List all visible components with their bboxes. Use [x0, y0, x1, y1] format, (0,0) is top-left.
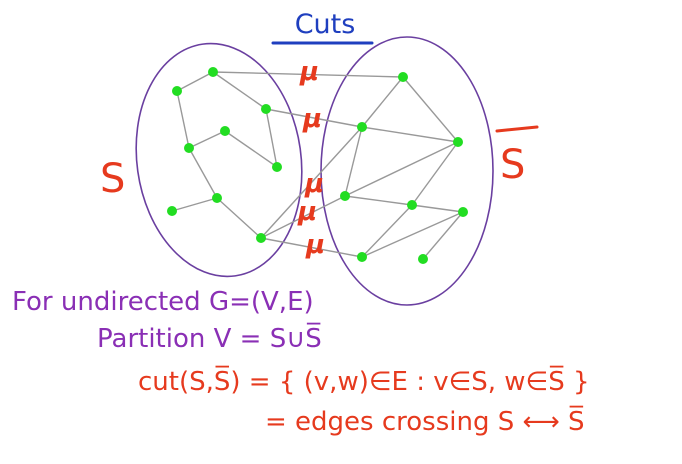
edge — [176, 71, 214, 92]
node — [261, 104, 271, 114]
edge — [265, 108, 278, 168]
edge — [260, 126, 363, 239]
edge — [212, 71, 404, 78]
set-s-ellipse — [135, 42, 303, 278]
edge — [188, 147, 218, 199]
node — [407, 200, 417, 210]
definition-line-2: Partition V = S∪S̅ — [97, 322, 322, 354]
definition-line-3: cut(S,S̅) = { (v,w)∈E : v∈S, w∈S̅ } — [138, 365, 590, 397]
node — [184, 143, 194, 153]
edge — [344, 195, 413, 206]
node — [208, 67, 218, 77]
node — [272, 162, 282, 172]
definition-line-4: = edges crossing S ⟷ S̅ — [265, 405, 585, 437]
node — [340, 191, 350, 201]
cut-marks: μ μ μ μ μ — [297, 57, 325, 260]
set-s-bar-label: S — [500, 142, 525, 188]
cut-mark: μ — [304, 169, 324, 199]
graph-edges — [171, 71, 464, 260]
edge — [224, 130, 278, 168]
cut-mark: μ — [297, 197, 317, 227]
edge — [171, 197, 218, 212]
edge — [216, 197, 262, 239]
edge — [344, 126, 363, 197]
node — [453, 137, 463, 147]
node — [256, 233, 266, 243]
graph-nodes — [167, 67, 468, 264]
cut-mark: μ — [299, 57, 319, 87]
node — [220, 126, 230, 136]
node — [458, 207, 468, 217]
set-s-bar-ellipse — [320, 36, 494, 306]
edge — [361, 76, 404, 128]
set-s-label: S — [100, 156, 125, 202]
edge — [411, 141, 459, 206]
edge — [344, 141, 459, 197]
definition-line-1: For undirected G=(V,E) — [12, 287, 314, 317]
node — [357, 252, 367, 262]
edge — [176, 90, 190, 149]
node — [398, 72, 408, 82]
node — [212, 193, 222, 203]
edge — [212, 71, 267, 110]
node — [357, 122, 367, 132]
edge — [260, 195, 346, 239]
edge — [422, 211, 464, 260]
edge — [260, 237, 363, 258]
edge — [361, 126, 459, 143]
cut-mark: μ — [305, 230, 325, 260]
cut-mark: μ — [302, 104, 322, 134]
edge — [361, 204, 413, 258]
edge — [402, 76, 459, 143]
page-title: Cuts — [295, 9, 356, 40]
edge — [411, 204, 464, 213]
set-s-bar-overline — [495, 125, 539, 133]
node — [172, 86, 182, 96]
node — [167, 206, 177, 216]
edge — [188, 130, 226, 149]
edge — [265, 108, 363, 128]
node — [418, 254, 428, 264]
edge — [361, 211, 464, 258]
